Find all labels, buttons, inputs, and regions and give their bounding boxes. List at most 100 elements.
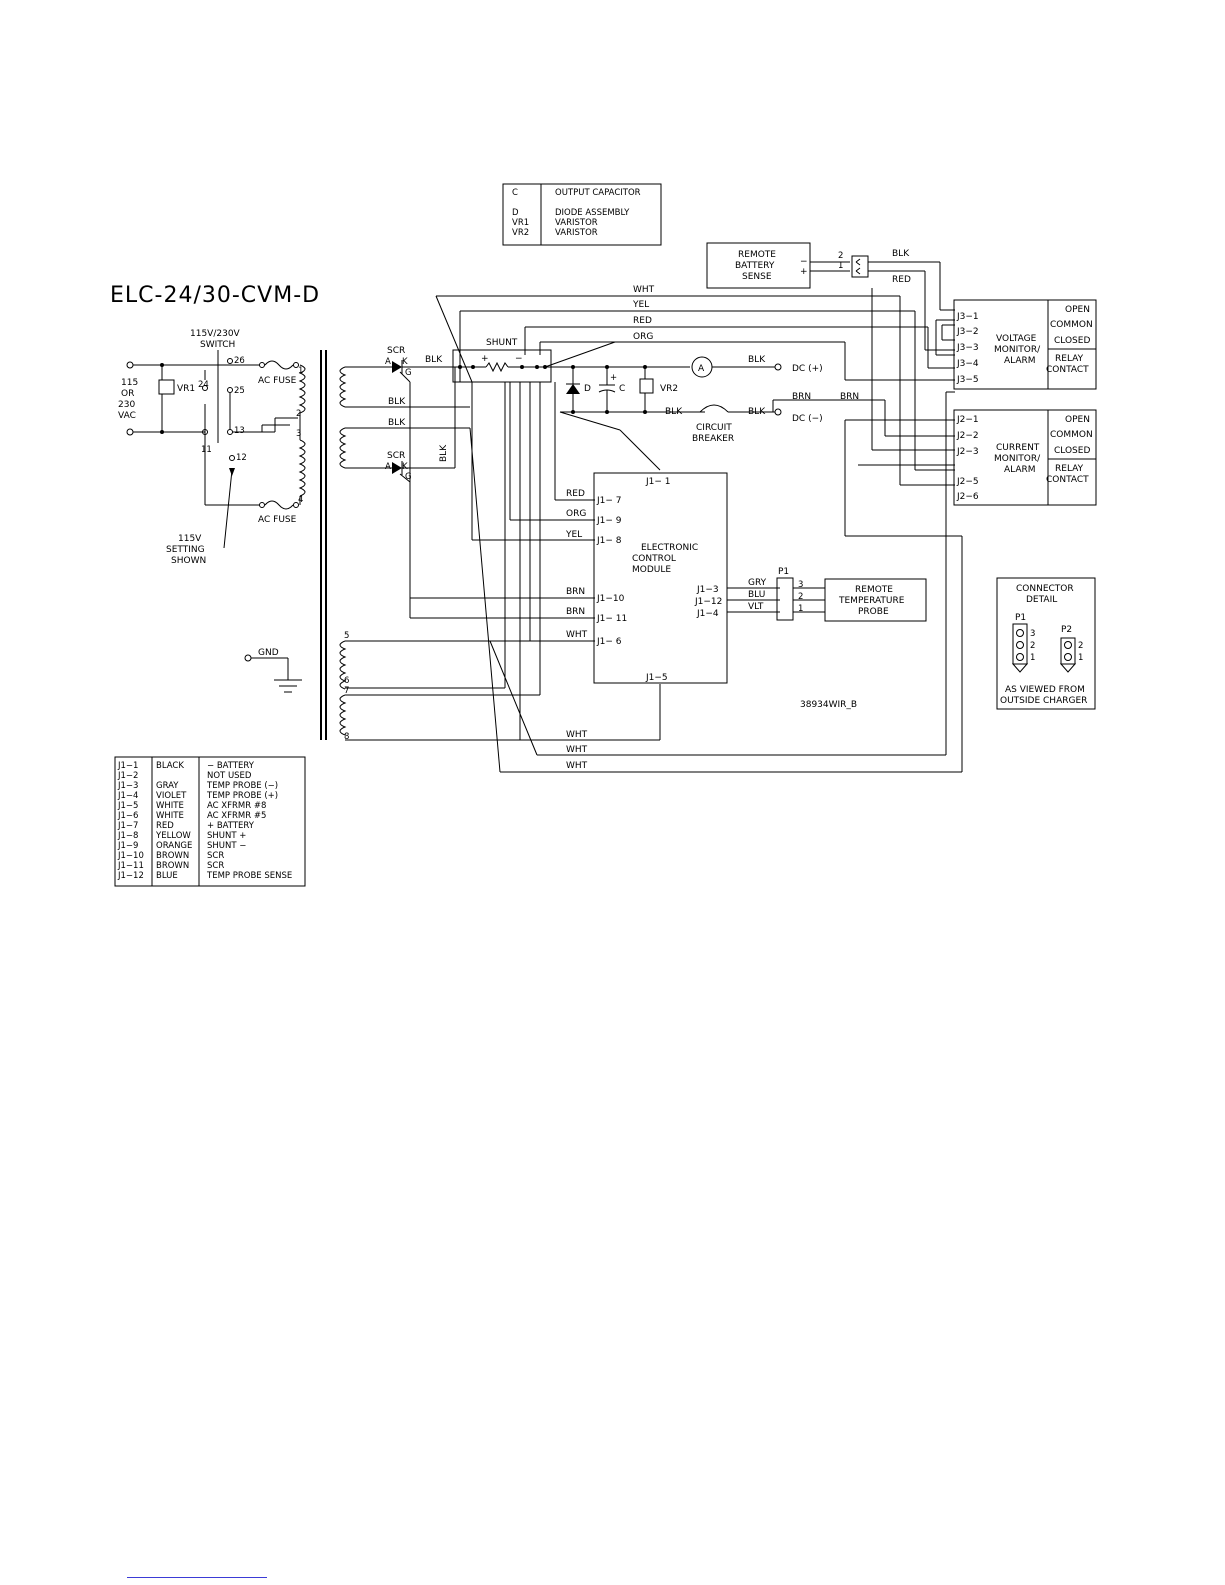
ecm-label: ELECTRONIC bbox=[641, 543, 698, 553]
ecm-label: MODULE bbox=[632, 565, 671, 575]
pin-table-pin: J1−10 bbox=[117, 851, 144, 861]
pin-table-pin: J1−6 bbox=[117, 811, 138, 821]
cm-label: ALARM bbox=[1004, 465, 1036, 475]
pin-table-function: AC XFRMR #8 bbox=[207, 801, 266, 811]
p1-label: P1 bbox=[778, 567, 789, 577]
pin-table-pin: J1−3 bbox=[117, 781, 138, 791]
rbs-pin: 2 bbox=[838, 251, 843, 261]
tap-label: 4 bbox=[298, 495, 303, 505]
pin-table-pin: J1−7 bbox=[117, 821, 138, 831]
wire-label: BLK bbox=[439, 444, 449, 462]
pin-table-function: AC XFRMR #5 bbox=[207, 811, 266, 821]
dc-positive-terminal: DC (+) bbox=[792, 364, 823, 374]
pin-table-function: − BATTERY bbox=[207, 761, 255, 771]
legend-desc: OUTPUT CAPACITOR bbox=[555, 188, 641, 198]
voltage-switch: 115V/230V SWITCH 26 24 25 13 11 12 115V … bbox=[166, 329, 298, 566]
rbs-plus: + bbox=[800, 267, 808, 277]
input-label: 230 bbox=[118, 400, 135, 410]
pin-table-color: GRAY bbox=[156, 781, 179, 791]
relay-label: RELAY bbox=[1055, 354, 1084, 364]
switch-title: 115V/230V bbox=[190, 329, 241, 339]
remote-battery-sense: REMOTE BATTERY SENSE − + 2 1 BLK RED bbox=[706, 242, 955, 351]
dc-negative-terminal: DC (−) bbox=[792, 414, 823, 424]
vm-pin: J3−2 bbox=[956, 327, 979, 337]
footer-link-underline bbox=[127, 1577, 267, 1578]
wire-label: BRN bbox=[566, 607, 585, 617]
pin-table-pin: J1−8 bbox=[117, 831, 138, 841]
wire-label: BRN bbox=[566, 587, 585, 597]
wire-label: YEL bbox=[632, 300, 649, 310]
electronic-control-module: J1− 1 J1−5 ELECTRONIC CONTROL MODULE J1−… bbox=[593, 472, 780, 684]
legend-desc: VARISTOR bbox=[555, 228, 598, 238]
wire-label: RED bbox=[566, 489, 585, 499]
p1-connector: P1 3 2 1 bbox=[776, 567, 825, 621]
scr-anode: A bbox=[385, 462, 391, 472]
ac-input: 115 OR 230 VAC VR1 bbox=[118, 361, 260, 436]
cd-p1-label: P1 bbox=[1015, 613, 1026, 623]
cd-label: DETAIL bbox=[1026, 595, 1057, 605]
wire-label: WHT bbox=[566, 730, 588, 740]
rtp-label: PROBE bbox=[858, 607, 889, 617]
pin-table-color: YELLOW bbox=[155, 831, 191, 841]
ground-symbol: GND bbox=[244, 648, 302, 693]
scr-cathode: K bbox=[402, 462, 408, 472]
cm-pin: J2−5 bbox=[956, 477, 979, 487]
wire-label: BRN bbox=[792, 392, 811, 402]
wire-label: WHT bbox=[566, 761, 588, 771]
relay-open: OPEN bbox=[1065, 305, 1090, 315]
ecm-pin-top: J1− 1 bbox=[645, 477, 671, 487]
vm-label: MONITOR/ bbox=[994, 345, 1041, 355]
tap-label: 2 bbox=[296, 409, 301, 419]
pin-table-function: TEMP PROBE (+) bbox=[206, 791, 278, 801]
drawing-number: 38934WIR_B bbox=[800, 700, 857, 710]
relay-closed: CLOSED bbox=[1054, 446, 1090, 456]
pin-table-color: WHITE bbox=[156, 811, 184, 821]
rbs-minus: − bbox=[800, 257, 808, 267]
wire-label: RED bbox=[892, 275, 911, 285]
diode-symbol bbox=[566, 384, 580, 394]
wire-label: RED bbox=[633, 316, 652, 326]
legend-code: D bbox=[512, 208, 519, 218]
relay-label: RELAY bbox=[1055, 464, 1084, 474]
cd-pin: 1 bbox=[1078, 653, 1083, 663]
shunt-minus: − bbox=[515, 354, 523, 364]
switch-note: 115V bbox=[178, 534, 202, 544]
rbs-label: REMOTE bbox=[738, 250, 776, 260]
pin-table-pin: J1−12 bbox=[117, 871, 144, 881]
pin-table-color: WHITE bbox=[156, 801, 184, 811]
ecm-pin: J1− 8 bbox=[596, 536, 622, 546]
pin-table-color: BLACK bbox=[156, 761, 184, 771]
breaker-label: BREAKER bbox=[692, 434, 734, 444]
scr-anode: A bbox=[385, 357, 391, 367]
input-label: VAC bbox=[118, 411, 136, 421]
switch-terminal: 25 bbox=[234, 386, 245, 396]
ammeter-label: A bbox=[698, 364, 705, 374]
cd-p2-label: P2 bbox=[1061, 625, 1072, 635]
pin-table-pin: J1−11 bbox=[117, 861, 144, 871]
pin-table-color: ORANGE bbox=[156, 841, 192, 851]
cm-pin: J2−2 bbox=[956, 431, 979, 441]
breaker-label: CIRCUIT bbox=[696, 423, 732, 433]
pin-table-pin: J1−2 bbox=[117, 771, 138, 781]
ecm-pin: J1− 6 bbox=[596, 637, 622, 647]
remote-temperature-probe: REMOTE TEMPERATURE PROBE bbox=[824, 578, 927, 622]
vm-pin: J3−1 bbox=[956, 312, 979, 322]
legend-code: C bbox=[512, 188, 518, 198]
pin-table-color: BROWN bbox=[156, 851, 189, 861]
shunt-label: SHUNT bbox=[486, 338, 518, 348]
wire-label: YEL bbox=[565, 530, 582, 540]
switch-terminal: 12 bbox=[236, 453, 247, 463]
fuse-label: AC FUSE bbox=[258, 376, 297, 386]
tap-label: 8 bbox=[344, 732, 349, 742]
switch-title: SWITCH bbox=[200, 340, 235, 350]
pin-table-color: VIOLET bbox=[156, 791, 187, 801]
pin-table-pin: J1−5 bbox=[117, 801, 138, 811]
rbs-pin: 1 bbox=[838, 261, 843, 271]
p1-pin: 2 bbox=[798, 592, 803, 602]
tap-label: 1 bbox=[298, 366, 303, 376]
switch-terminal: 11 bbox=[201, 445, 212, 455]
ecm-pin: J1−3 bbox=[696, 585, 719, 595]
vr2-varistor bbox=[639, 378, 654, 394]
scr-lower: SCR A K G bbox=[385, 367, 456, 618]
